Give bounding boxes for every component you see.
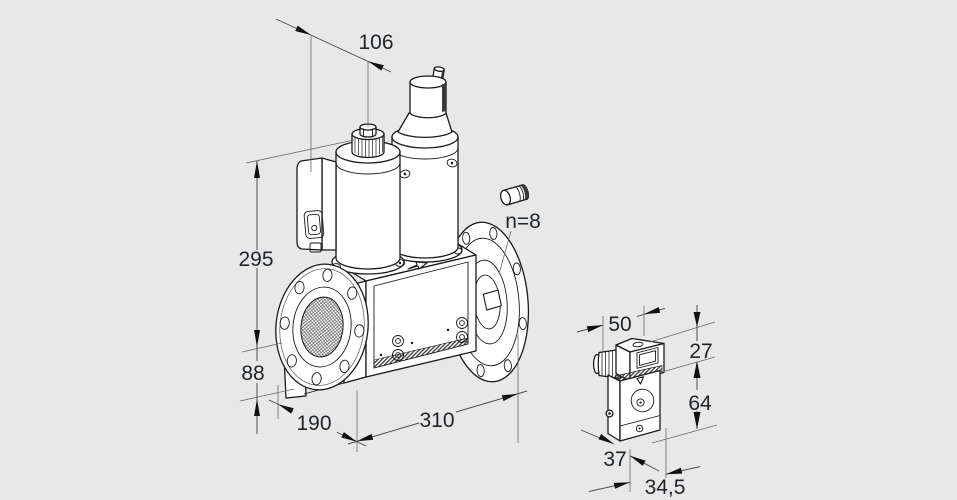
pilot-device-drawing [592,337,665,442]
arrowhead-icon [254,330,260,347]
solenoid-right-cap [409,81,447,119]
solenoid-right-shoulder [397,112,453,138]
dim-label-50: 50 [608,313,631,336]
flange-seat-key [482,289,502,311]
arrowhead-icon [693,412,701,429]
pilot-dial [630,388,655,413]
connector-window [636,347,659,369]
arrowhead-icon [357,433,374,442]
dim-label-34-5: 34,5 [645,476,686,499]
solenoid-right [387,66,463,263]
arrowhead-icon [598,434,614,444]
arrowhead-icon [254,161,260,178]
arrowhead-icon [501,393,518,402]
dimension-37: 37 [580,429,660,492]
arrowhead-icon [693,361,701,378]
dim-label-n8: n=8 [505,210,541,233]
dimension-50: 50 [576,306,666,351]
arrowhead-icon [295,25,311,35]
orientation-mark-icon [636,376,645,385]
dim-label-64: 64 [688,392,712,415]
dimensions-side-view: 50 27 64 37 34,5 [576,305,718,499]
electrical-connector-bracket [296,157,337,253]
valve-assembly-drawing [275,66,530,399]
dimension-295-88: 295 88 [238,139,355,434]
arrowhead-icon [368,61,384,71]
dim-label-310: 310 [419,409,454,432]
dimensions-main-view: 106 295 88 190 310 [238,18,541,452]
flow-direction-arrow-icon [407,261,428,270]
dim-label-37: 37 [603,448,626,471]
arrowhead-icon [586,325,603,333]
arrowhead-icon [644,307,661,315]
dim-label-295: 295 [238,248,273,271]
connector-socket [303,210,325,239]
dimension-34-5: 34,5 [588,428,701,499]
arrowhead-icon [630,455,646,466]
flange-bolt-icon [499,184,530,206]
dim-label-88: 88 [241,362,264,385]
solenoid-left [330,123,406,275]
inlet-strainer-mesh [300,296,344,358]
cable-gland-nut [592,348,621,380]
dim-label-106: 106 [358,31,393,54]
dimension-flange-holes: n=8 [498,210,541,275]
dim-label-27: 27 [689,340,712,363]
arrowhead-icon [254,399,260,416]
dimension-190-310: 190 310 [268,335,528,452]
dim-label-190: 190 [296,412,331,435]
solenoid-right-coil [391,136,459,259]
flange-left [275,263,369,391]
dimension-27-64: 27 64 [649,305,718,444]
arrowhead-icon [666,467,683,475]
arrowhead-icon [278,404,294,414]
solenoid-left-coil [335,151,401,270]
pilot-body [605,369,661,442]
flange-left-bolt-holes [279,268,365,386]
dimension-106: 106 [275,18,394,172]
solenoid-left-knurled-cap [351,123,385,159]
arrowhead-icon [341,432,357,442]
arrowhead-icon [613,482,630,489]
arrowhead-icon [693,312,701,327]
pressure-test-ports [379,317,468,361]
connector-top-slot [632,341,644,348]
